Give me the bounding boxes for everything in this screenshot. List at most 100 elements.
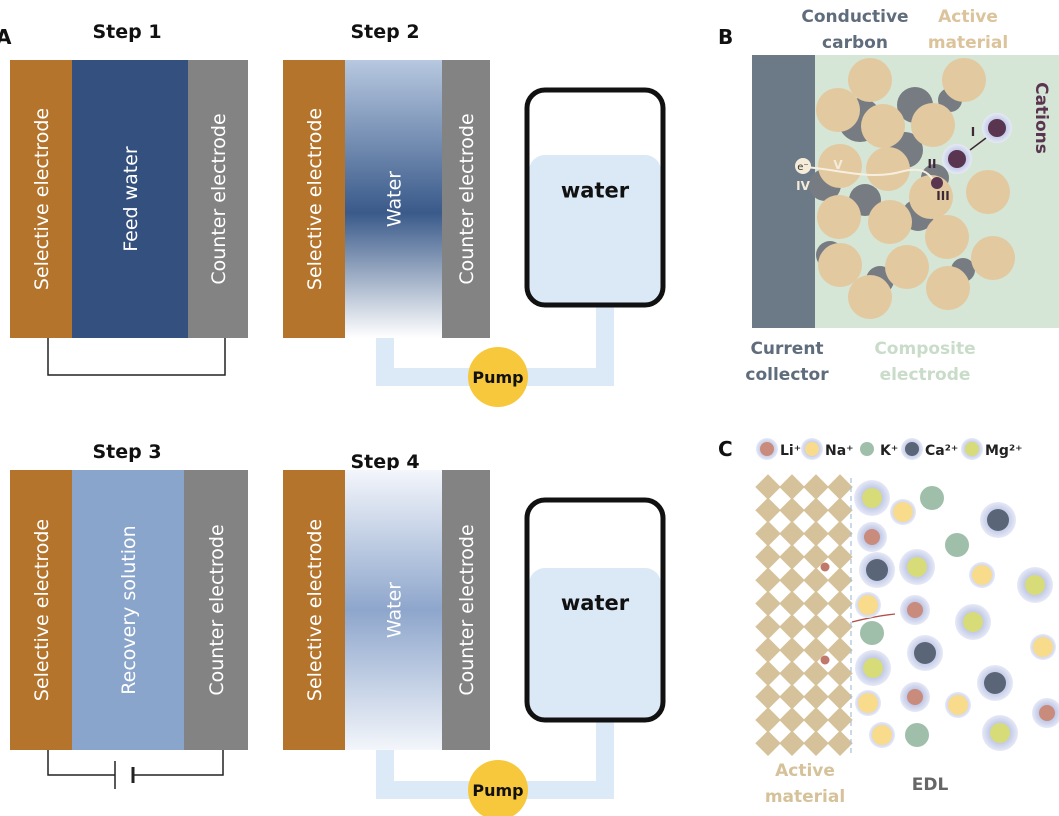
counter-electrode bbox=[184, 470, 248, 750]
electron-label: e⁻ bbox=[797, 162, 808, 173]
water-tank bbox=[524, 87, 666, 308]
cation bbox=[948, 150, 966, 168]
ion bbox=[907, 557, 927, 577]
panel-c-label: C bbox=[718, 437, 733, 461]
lattice-site bbox=[803, 474, 829, 500]
legend-item-0: Li⁺ bbox=[756, 438, 801, 460]
lattice-site bbox=[803, 683, 829, 710]
lattice-site bbox=[755, 660, 781, 687]
lattice-site bbox=[803, 520, 829, 547]
active-material-particle bbox=[848, 58, 892, 102]
lattice-site bbox=[827, 730, 853, 757]
ion-icon bbox=[860, 442, 874, 456]
intercalated-li-ion bbox=[820, 562, 830, 572]
active-material-particle bbox=[866, 147, 910, 191]
ion bbox=[920, 486, 944, 510]
edl-ion bbox=[855, 650, 891, 686]
selective-electrode bbox=[283, 60, 345, 338]
edl-ion bbox=[869, 722, 895, 748]
selective-electrode-label: Selective electrode bbox=[304, 519, 326, 701]
active-material-particle bbox=[966, 170, 1010, 214]
ion-icon bbox=[905, 442, 919, 456]
edl-ion bbox=[859, 552, 895, 588]
step-title: Step 2 bbox=[350, 21, 419, 43]
lattice-site bbox=[779, 567, 805, 593]
edl-ion bbox=[900, 595, 930, 625]
ion bbox=[984, 672, 1006, 694]
legend-item-1: Na⁺ bbox=[801, 438, 854, 460]
lattice-site bbox=[779, 730, 805, 757]
edl-ion bbox=[982, 715, 1018, 751]
selective-electrode-label: Selective electrode bbox=[31, 519, 53, 701]
active-material-particle bbox=[926, 266, 970, 310]
counter-electrode-label: Counter electrode bbox=[208, 113, 230, 284]
active-material-particle bbox=[861, 104, 905, 148]
middle-compartment bbox=[345, 60, 442, 338]
edl-ion bbox=[899, 549, 935, 585]
ion bbox=[1039, 705, 1055, 721]
cations-label: Cations bbox=[1031, 82, 1051, 154]
lattice-site bbox=[779, 544, 805, 570]
counter-electrode-label: Counter electrode bbox=[206, 524, 228, 695]
edl-ion bbox=[977, 665, 1013, 701]
ion-icon bbox=[760, 442, 774, 456]
active-material-label: Active bbox=[938, 7, 998, 27]
lattice-site bbox=[803, 544, 829, 570]
edl-ion bbox=[1032, 698, 1059, 728]
lattice-site bbox=[827, 660, 853, 687]
active-material-particle bbox=[817, 195, 861, 239]
edl-ion bbox=[945, 692, 971, 718]
step-marker-III: III bbox=[936, 189, 949, 203]
tank-water bbox=[529, 155, 661, 303]
active-material-particle bbox=[818, 243, 862, 287]
conductive-carbon-label: Conductive bbox=[801, 7, 908, 27]
tank-water bbox=[529, 568, 661, 718]
pump-label: Pump bbox=[472, 368, 523, 387]
step-marker-II: II bbox=[928, 157, 937, 171]
counter-electrode bbox=[442, 60, 490, 338]
lattice-site bbox=[827, 637, 853, 663]
lattice-site bbox=[779, 683, 805, 710]
legend-item-4: Mg²⁺ bbox=[961, 438, 1022, 460]
active-material-particle bbox=[885, 245, 929, 289]
current-collector bbox=[752, 55, 815, 328]
lattice-site bbox=[827, 707, 853, 733]
ion bbox=[864, 529, 880, 545]
active-material-label: Active bbox=[775, 761, 835, 781]
lattice-site bbox=[755, 637, 781, 663]
middle-compartment-label: Recovery solution bbox=[118, 525, 140, 694]
wire bbox=[47, 338, 226, 376]
lattice-site bbox=[827, 474, 853, 500]
current-collector-label: Current bbox=[750, 339, 823, 359]
ion bbox=[872, 725, 892, 745]
cation bbox=[988, 119, 1006, 137]
lattice-site bbox=[827, 683, 853, 710]
lattice-site bbox=[803, 497, 829, 524]
lattice-site bbox=[827, 497, 853, 524]
active-material-particle bbox=[925, 215, 969, 259]
active-material-particle bbox=[971, 236, 1015, 280]
lattice-site bbox=[779, 707, 805, 733]
ion bbox=[1033, 637, 1053, 657]
middle-compartment-label: Feed water bbox=[120, 146, 142, 252]
lattice-site bbox=[827, 520, 853, 547]
legend-label: Mg²⁺ bbox=[985, 443, 1022, 459]
middle-compartment bbox=[72, 60, 188, 338]
lattice-site bbox=[755, 497, 781, 524]
ion bbox=[862, 488, 882, 508]
lattice-site bbox=[779, 614, 805, 640]
legend-item-2: K⁺ bbox=[860, 442, 898, 459]
lattice-site bbox=[755, 730, 781, 757]
intercalated-li-ion bbox=[820, 655, 830, 665]
edl-ion bbox=[907, 635, 943, 671]
edl-ion bbox=[920, 486, 944, 510]
current-collector-label: collector bbox=[745, 365, 829, 385]
ion bbox=[972, 565, 992, 585]
selective-electrode-label: Selective electrode bbox=[304, 108, 326, 290]
legend-label: K⁺ bbox=[880, 443, 898, 459]
